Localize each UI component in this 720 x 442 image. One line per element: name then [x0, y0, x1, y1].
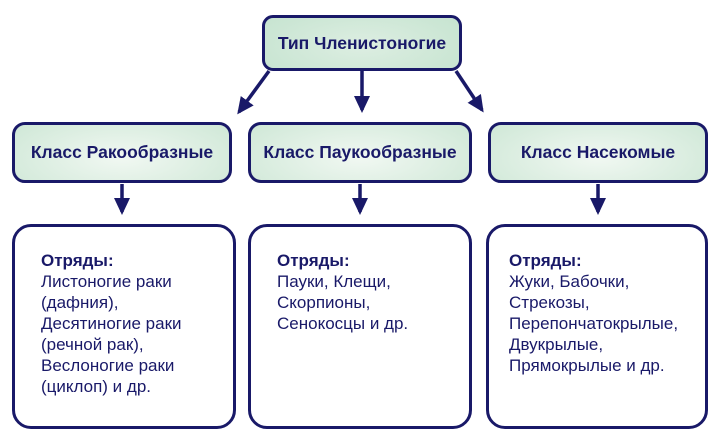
arrow-root-to-crustaceans — [237, 69, 271, 115]
class-node-label: Класс Паукообразные — [263, 142, 457, 162]
orders-node-insects: Отряды: Жуки, Бабочки, Стрекозы, Перепон… — [486, 224, 708, 429]
class-node-label: Класс Ракообразные — [30, 142, 214, 162]
class-node-crustaceans: Класс Ракообразные — [12, 122, 232, 183]
orders-title: Отряды: — [41, 251, 114, 270]
arrow-root-to-insects — [454, 70, 484, 113]
orders-title: Отряды: — [277, 251, 350, 270]
class-node-insects: Класс Насекомые — [488, 122, 708, 183]
class-node-label: Класс Насекомые — [520, 142, 676, 162]
orders-title: Отряды: — [509, 251, 582, 270]
orders-list: Листоногие раки (дафния), Десятиногие ра… — [41, 272, 182, 396]
orders-node-crustaceans: Отряды: Листоногие раки (дафния), Десяти… — [12, 224, 236, 429]
orders-list: Пауки, Клещи, Скорпионы, Сенокосцы и др. — [277, 272, 409, 333]
root-node-label: Тип Членистоногие — [277, 32, 447, 53]
orders-list: Жуки, Бабочки, Стрекозы, Перепончатокрыл… — [509, 272, 679, 375]
orders-node-arachnids: Отряды: Пауки, Клещи, Скорпионы, Сенокос… — [248, 224, 472, 429]
class-node-arachnids: Класс Паукообразные — [248, 122, 472, 183]
root-node-phylum: Тип Членистоногие — [262, 15, 462, 71]
